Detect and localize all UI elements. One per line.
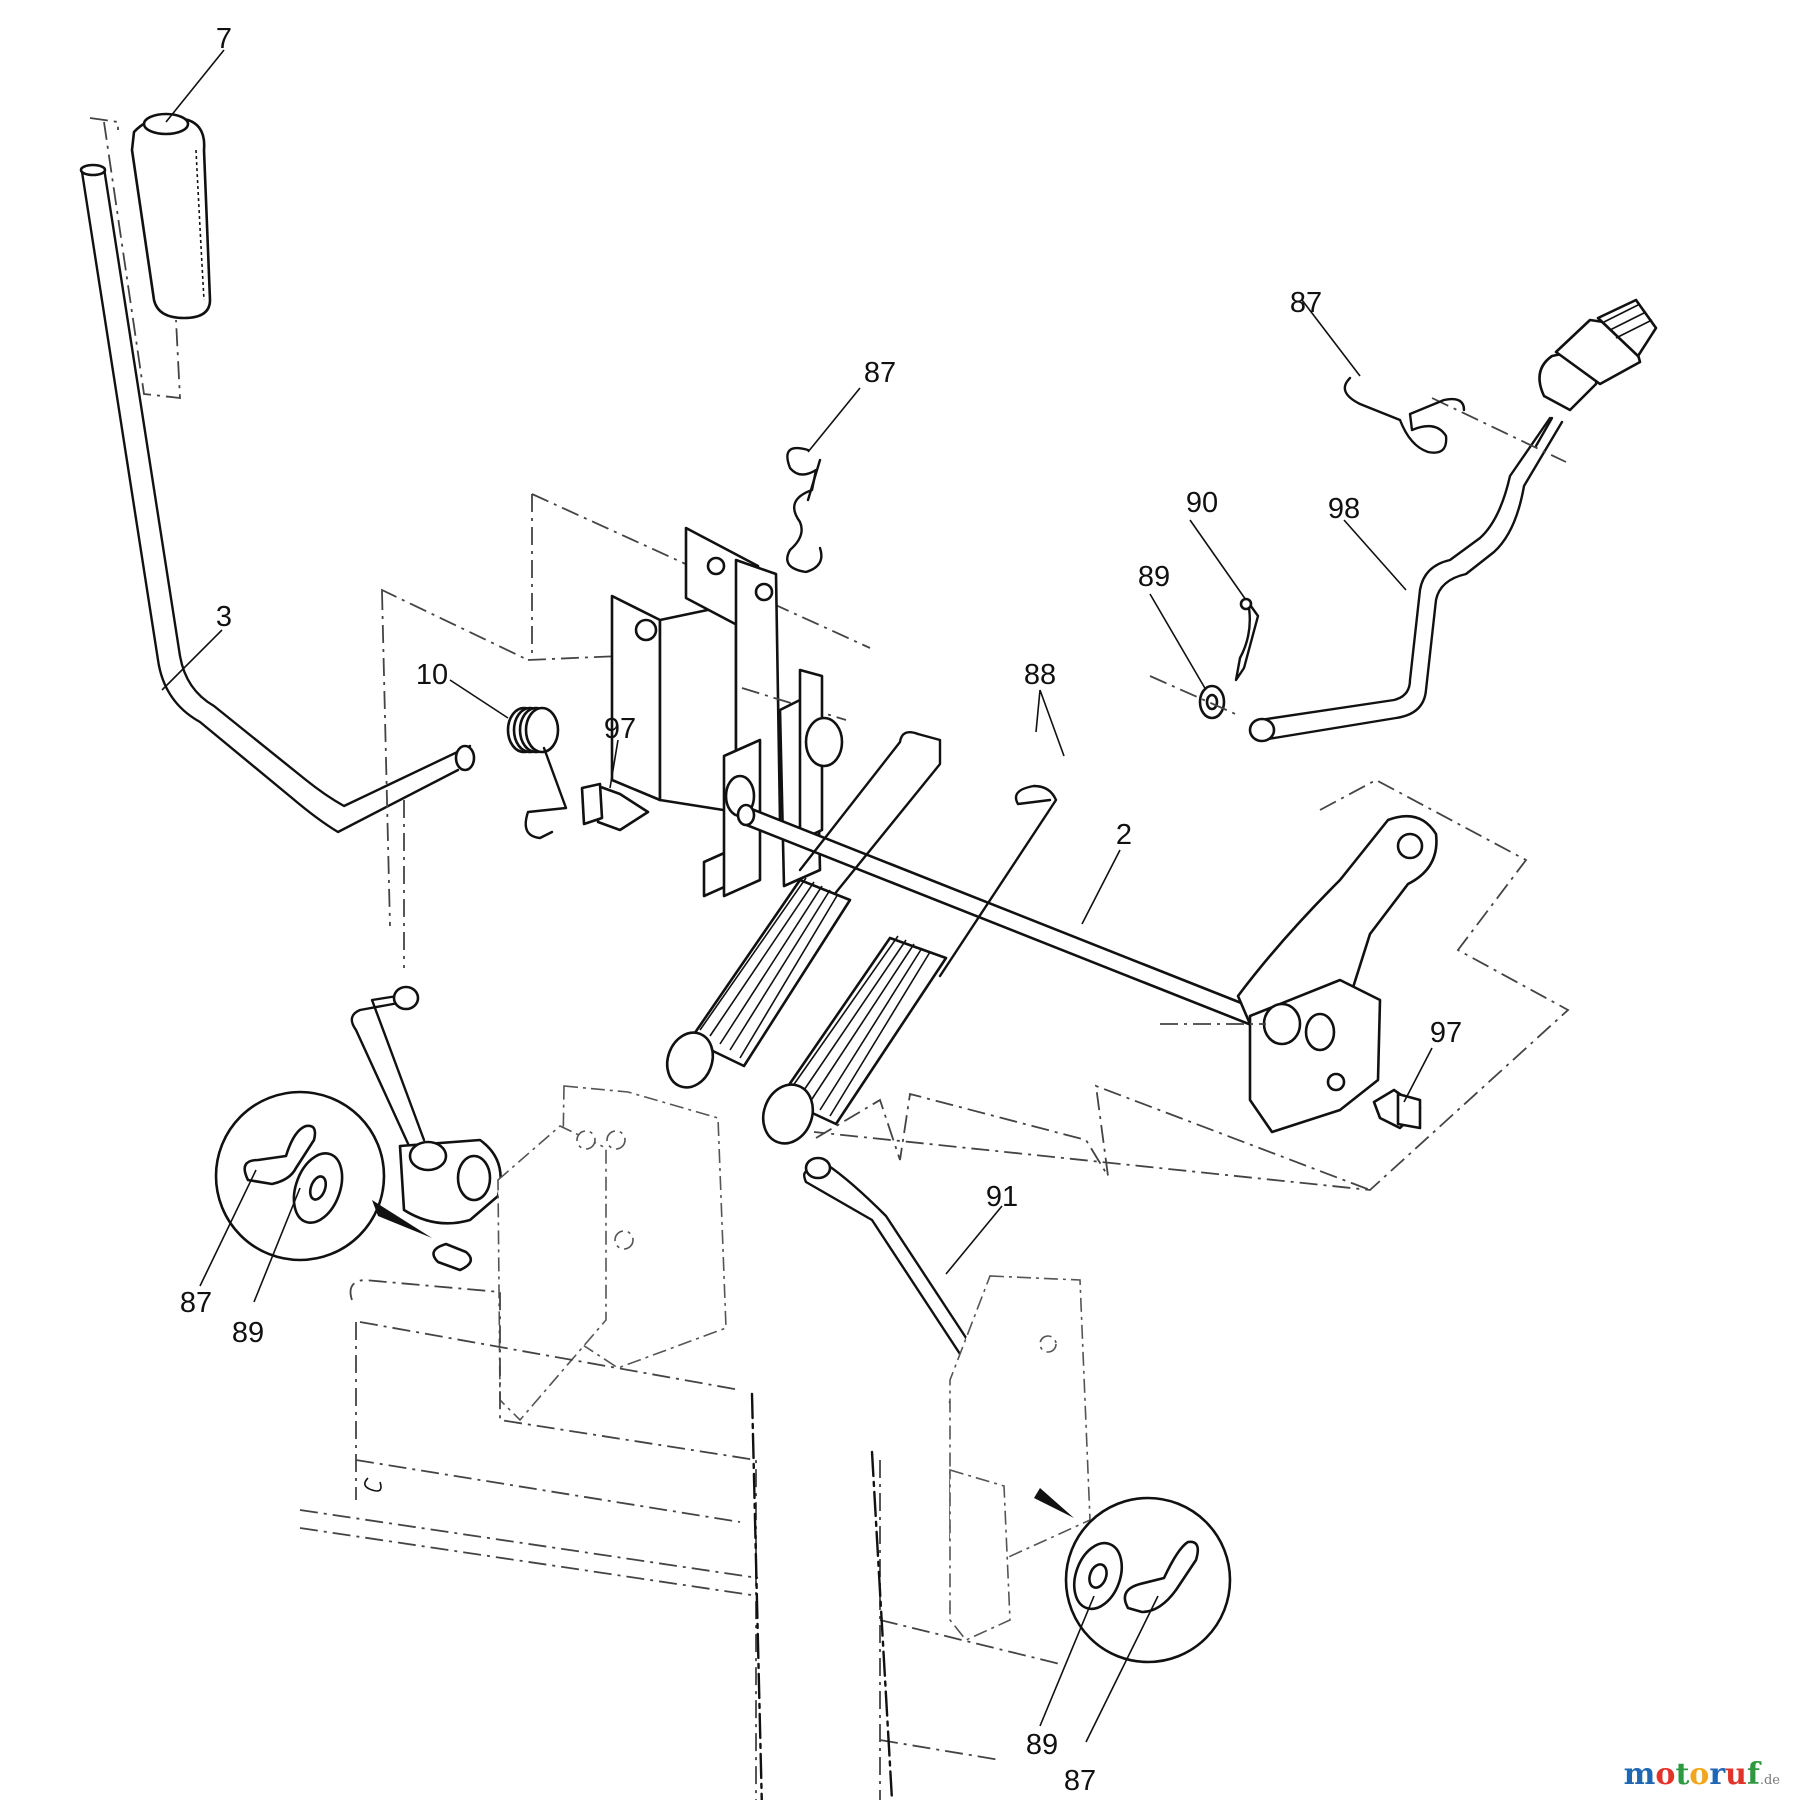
bolt-97-right	[1372, 1088, 1422, 1130]
callout-89-right: 89	[1138, 561, 1170, 593]
watermark-letter: t	[1675, 1757, 1690, 1792]
spring-88-left	[665, 731, 942, 1089]
callout-87-right: 87	[1290, 287, 1322, 319]
callout-10: 10	[416, 659, 448, 691]
left-detail-bubble	[214, 1090, 432, 1262]
callout-91: 91	[986, 1181, 1018, 1213]
hairpin-clip-87-right	[1343, 376, 1466, 454]
watermark-letter: m	[1623, 1757, 1656, 1792]
callout-88: 88	[1024, 659, 1056, 691]
right-deck-bracket	[870, 1275, 1091, 1800]
mid-phantom-zigzag	[815, 1084, 1371, 1191]
right-lift-arm	[1236, 815, 1438, 1134]
watermark-letter: o	[1655, 1757, 1676, 1792]
watermark-letter: f	[1746, 1757, 1760, 1792]
watermark-letter: u	[1725, 1757, 1747, 1792]
callout-87-left-detail: 87	[180, 1287, 212, 1319]
left-deck-bracket	[497, 1085, 727, 1422]
lift-handle	[79, 163, 476, 834]
washer-centerline	[1149, 675, 1241, 717]
callout-87-upper: 87	[864, 357, 896, 389]
watermark-suffix: .de	[1759, 1773, 1780, 1788]
callout-97-left: 97	[604, 713, 636, 745]
cotter-pin-90	[1234, 597, 1260, 682]
leader-lines	[161, 49, 1433, 1743]
handle-grip	[130, 112, 212, 320]
callout-90: 90	[1186, 487, 1218, 519]
callout-7: 7	[216, 23, 232, 55]
pin-centerline	[741, 687, 847, 721]
watermark-logo: motoruf.de	[1624, 1757, 1780, 1792]
washer-89-right	[1198, 684, 1226, 720]
callout-3: 3	[216, 601, 232, 633]
right-phantom-outline	[813, 778, 1570, 1191]
watermark-letter: o	[1689, 1757, 1710, 1792]
spring-10	[506, 706, 568, 840]
link-centerline	[1431, 397, 1567, 463]
callout-89-left-detail: 89	[232, 1317, 264, 1349]
hairpin-clip-87-upper	[786, 446, 823, 574]
right-detail-bubble	[1034, 1488, 1232, 1664]
bracket-phantom-outline	[381, 493, 871, 927]
callout-87-right-detail: 87	[1064, 1765, 1096, 1797]
callout-98: 98	[1328, 493, 1360, 525]
left-deck-outline	[299, 1279, 763, 1800]
bolt-97-left	[580, 782, 650, 832]
callout-89-right-detail: 89	[1026, 1729, 1058, 1761]
spring-88-right	[761, 784, 1058, 1145]
watermark-letter: r	[1709, 1757, 1726, 1792]
link-rod-98	[1248, 298, 1658, 743]
grip-phantom	[89, 117, 181, 400]
callout-2: 2	[1116, 819, 1132, 851]
callout-labels: 7 87 87 90 98 89 3 10 97 88 2 97 91 87 8…	[180, 23, 1462, 1797]
callout-97-right: 97	[1430, 1017, 1462, 1049]
